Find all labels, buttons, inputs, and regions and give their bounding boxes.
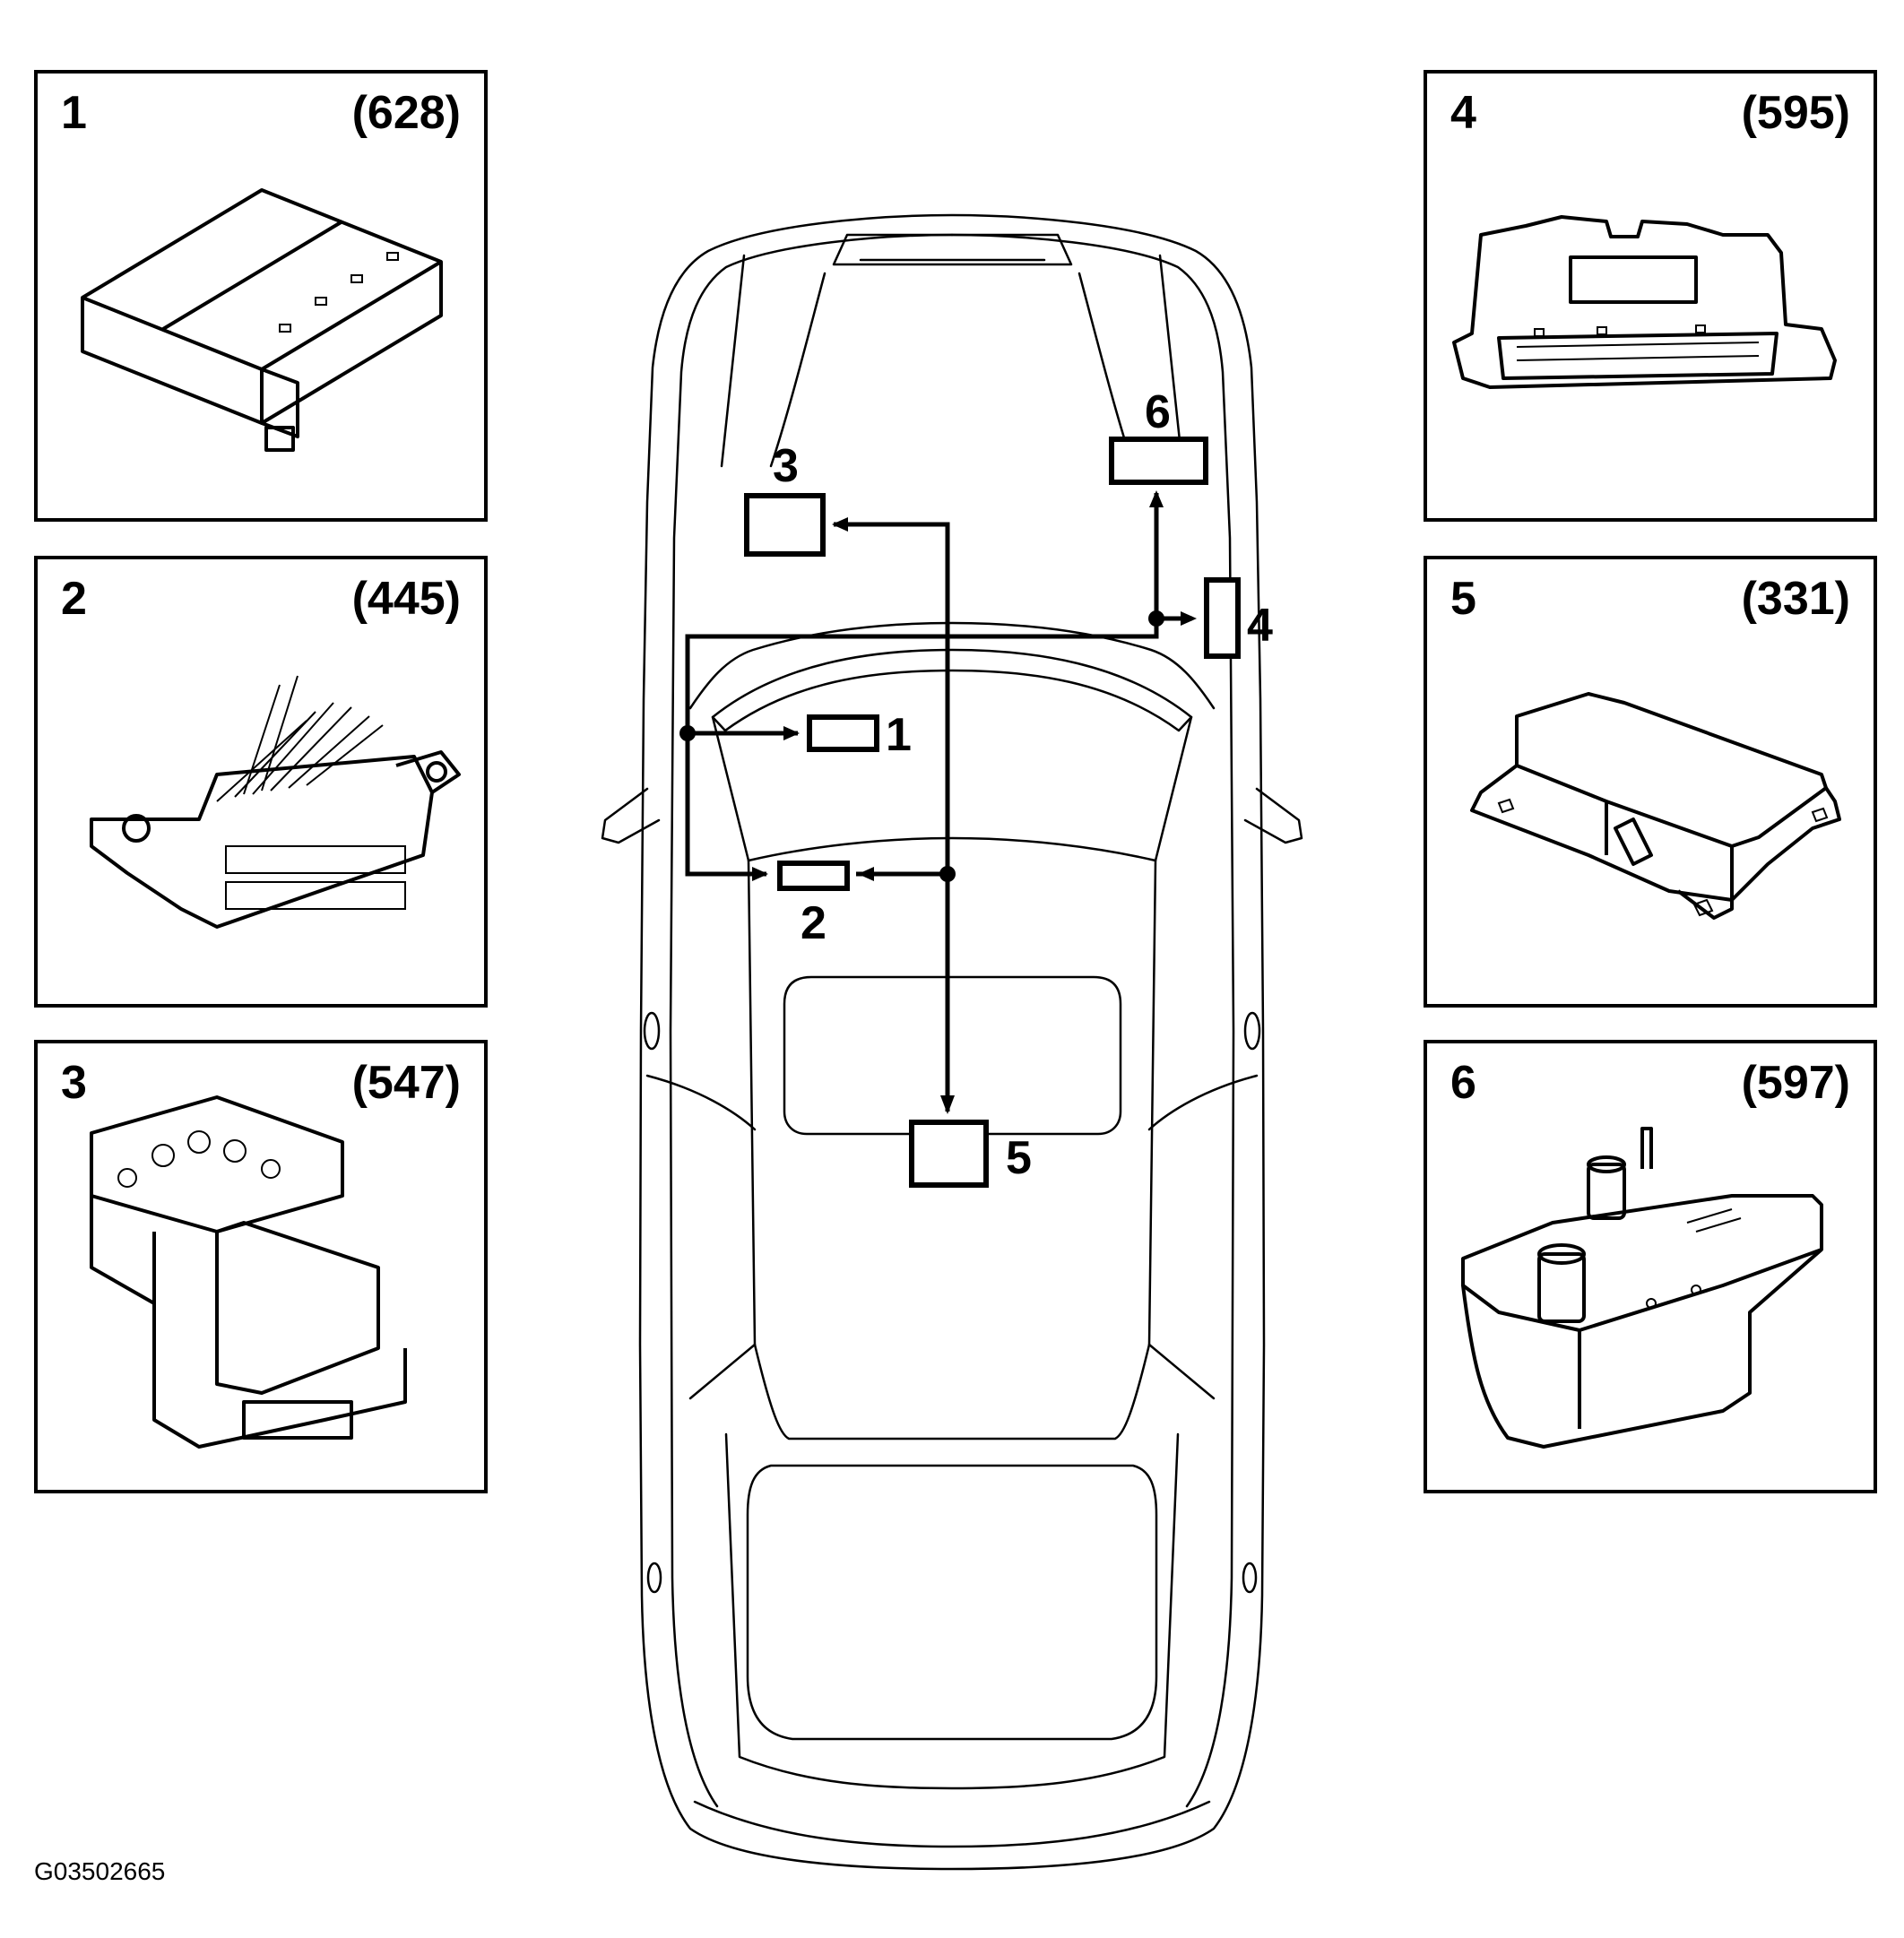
component-panel-6: 6 (597) (1424, 1040, 1877, 1493)
module-box-3 (744, 493, 826, 557)
component-number: 3 (61, 1057, 87, 1109)
component-code: (331) (1741, 573, 1850, 625)
module-box-5 (909, 1120, 989, 1188)
diagnostic-connector-icon (90, 675, 461, 929)
figure-id: G03502665 (34, 1857, 166, 1885)
component-panel-5: 5 (331) (1424, 556, 1877, 1008)
airbag-module-icon (1470, 692, 1841, 920)
car-label-2: 2 (801, 897, 827, 949)
car-label-1: 1 (886, 709, 912, 761)
module-box-1 (807, 714, 879, 752)
component-panel-4: 4 (595) (1424, 70, 1877, 522)
car-label-3: 3 (773, 440, 799, 492)
component-number: 1 (61, 87, 87, 139)
component-code: (547) (351, 1057, 461, 1109)
control-module-icon (81, 188, 443, 452)
module-box-6 (1109, 437, 1208, 485)
electronic-control-unit-icon (1452, 215, 1837, 389)
car-label-4: 4 (1247, 600, 1273, 652)
component-number: 4 (1450, 87, 1476, 139)
component-code: (595) (1741, 87, 1850, 139)
component-panel-2: 2 (445) (34, 556, 488, 1008)
abs-hydraulic-unit-icon (90, 1095, 407, 1449)
car-label-5: 5 (1006, 1132, 1032, 1184)
module-box-2 (777, 861, 850, 891)
component-code: (445) (351, 573, 461, 625)
module-box-4 (1204, 577, 1241, 659)
component-code: (597) (1741, 1057, 1850, 1109)
fuel-heater-unit-icon (1461, 1127, 1823, 1449)
component-panel-3: 3 (547) (34, 1040, 488, 1493)
component-number: 2 (61, 573, 87, 625)
component-code: (628) (351, 87, 461, 139)
component-number: 6 (1450, 1057, 1476, 1109)
car-label-6: 6 (1145, 386, 1171, 438)
component-panel-1: 1 (628) (34, 70, 488, 522)
component-number: 5 (1450, 573, 1476, 625)
